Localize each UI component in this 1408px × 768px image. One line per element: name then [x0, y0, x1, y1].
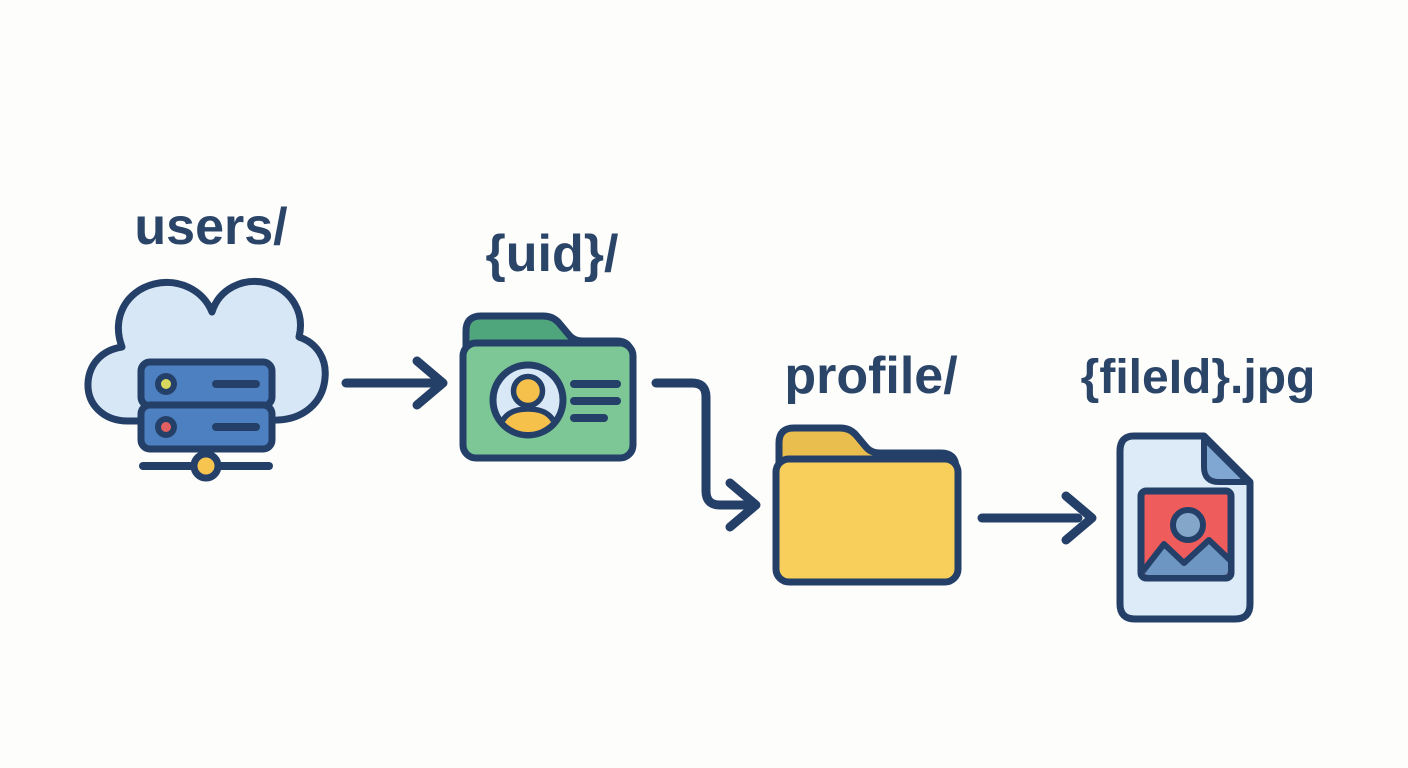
folder-body: [772, 455, 962, 586]
file-fold-corner: [1201, 435, 1251, 485]
label-fileid-path: {fileId}.jpg: [1080, 351, 1316, 404]
image-mountain: [1144, 537, 1228, 575]
arrow-head: [725, 478, 761, 532]
user-folder-icon: [459, 312, 637, 462]
avatar-head: [510, 373, 546, 409]
network-connector: [139, 449, 273, 482]
network-node: [190, 450, 222, 482]
label-users-path: users/: [134, 198, 288, 256]
label-uid-path: {uid}/: [485, 225, 619, 283]
server-led-top: [161, 379, 171, 389]
cloud-server-icon: [84, 278, 329, 482]
arrow-shaft: [651, 378, 751, 510]
text-lines-icon: [570, 380, 621, 422]
label-profile-path: profile/: [784, 347, 958, 405]
arrow-profile-to-file: [977, 491, 1097, 545]
server-icon: [137, 358, 276, 453]
arrow-uid-to-profile: [651, 378, 761, 532]
folder-icon: [772, 424, 962, 586]
image-file-icon: [1116, 432, 1254, 623]
server-led-bottom: [161, 422, 171, 432]
arrow-users-to-uid: [341, 356, 448, 410]
arrow-head: [1061, 491, 1097, 545]
image-sun: [1170, 507, 1206, 543]
arrow-head: [412, 356, 448, 410]
